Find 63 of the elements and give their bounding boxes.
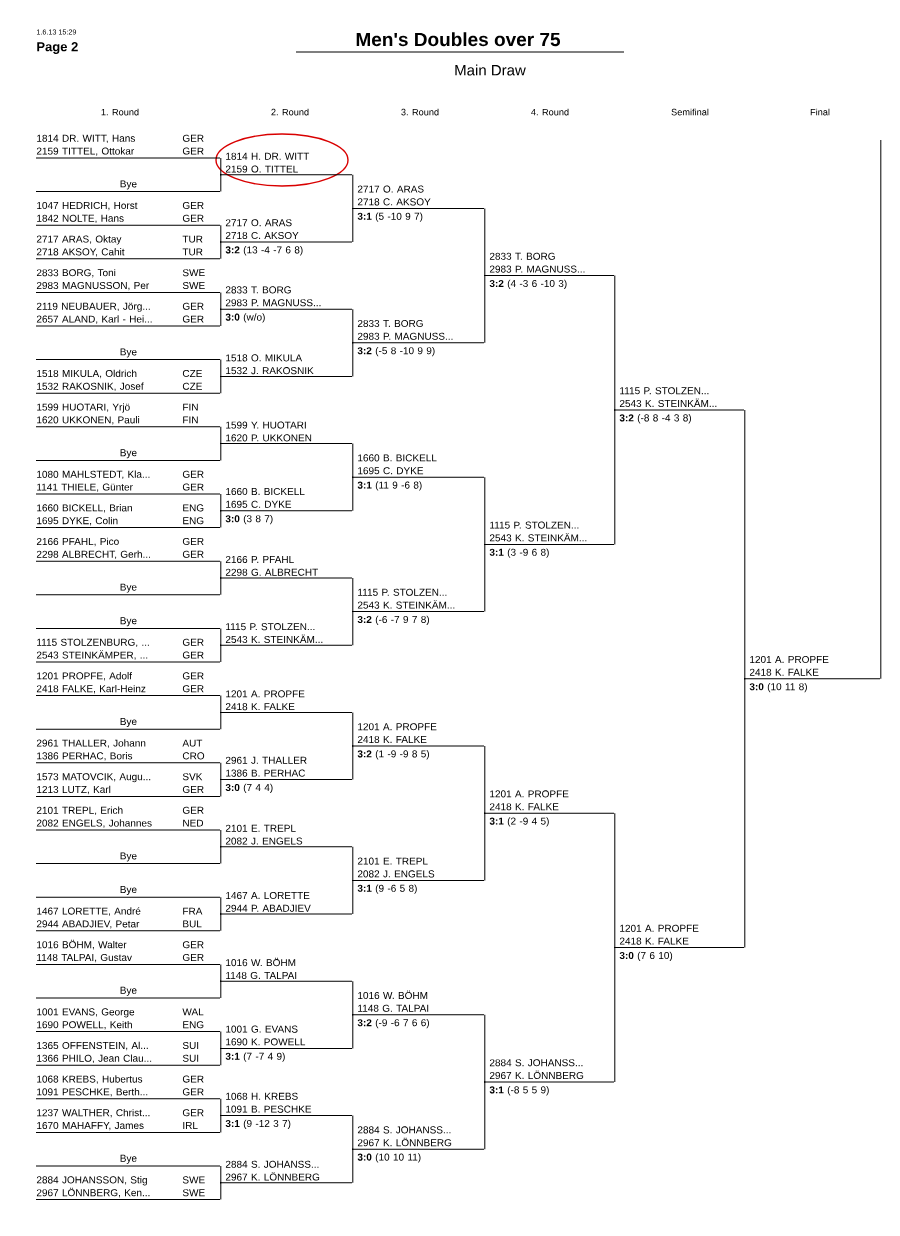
bracket-line xyxy=(351,342,354,377)
bracket-line xyxy=(219,913,222,932)
bracket-line xyxy=(351,1014,354,1049)
bracket-line xyxy=(351,308,354,344)
bracket-line xyxy=(351,745,354,781)
bracket-line xyxy=(351,980,354,1016)
bracket-line xyxy=(219,224,222,243)
bracket-line xyxy=(351,207,354,243)
bracket-line xyxy=(219,762,222,781)
bracket-line xyxy=(351,711,354,747)
bracket-line xyxy=(351,1115,354,1150)
bracket-line xyxy=(613,947,616,1083)
bracket-line xyxy=(219,426,222,445)
bracket-line xyxy=(219,308,222,327)
bracket-line xyxy=(351,476,354,512)
bracket-line xyxy=(219,359,222,377)
bracket-line xyxy=(483,745,486,814)
bracket-line xyxy=(613,409,616,545)
bracket-line xyxy=(219,980,222,999)
bracket-line xyxy=(219,577,222,596)
bracket-line xyxy=(219,846,222,865)
bracket-line xyxy=(219,560,222,579)
bracket-line xyxy=(219,1165,222,1184)
bracket-line xyxy=(219,375,222,394)
bracket-line xyxy=(219,241,222,260)
bracket-line xyxy=(219,829,222,848)
bracket-line xyxy=(351,846,354,881)
bracket-line xyxy=(483,812,486,881)
bracket-line xyxy=(219,711,222,730)
bracket-line xyxy=(219,157,222,176)
bracket-line xyxy=(219,1098,222,1117)
bracket-line xyxy=(219,963,222,982)
bracket-line xyxy=(483,207,486,277)
bracket-line xyxy=(613,812,616,949)
bracket-line xyxy=(613,275,616,411)
bracket-line xyxy=(219,644,222,663)
bracket-line xyxy=(219,779,222,797)
bracket-line xyxy=(351,1148,354,1184)
bracket-line xyxy=(219,896,222,915)
bracket-line xyxy=(351,174,354,209)
bracket-line xyxy=(351,577,354,613)
bracket-line xyxy=(483,1014,486,1083)
bracket-line xyxy=(351,443,354,478)
bracket-line xyxy=(351,879,354,915)
bracket-line xyxy=(219,291,222,310)
bracket-line xyxy=(483,275,486,344)
bracket-line xyxy=(219,1182,222,1201)
bracket-line xyxy=(219,493,222,512)
bracket-line xyxy=(743,678,746,949)
bracket-line xyxy=(219,695,222,713)
bracket-line xyxy=(219,510,222,529)
bracket-line xyxy=(219,627,222,646)
bracket-line xyxy=(483,543,486,613)
bracket-line xyxy=(219,1115,222,1133)
bracket-line xyxy=(219,1047,222,1066)
bracket-line xyxy=(219,443,222,461)
bracket-line xyxy=(219,1031,222,1049)
bracket-line xyxy=(219,174,222,193)
bracket-line xyxy=(743,409,746,680)
bracket-line xyxy=(351,611,354,646)
bracket-line xyxy=(483,1081,486,1150)
bracket-line xyxy=(483,476,486,545)
title: Men's Doubles over 75 xyxy=(295,32,625,53)
